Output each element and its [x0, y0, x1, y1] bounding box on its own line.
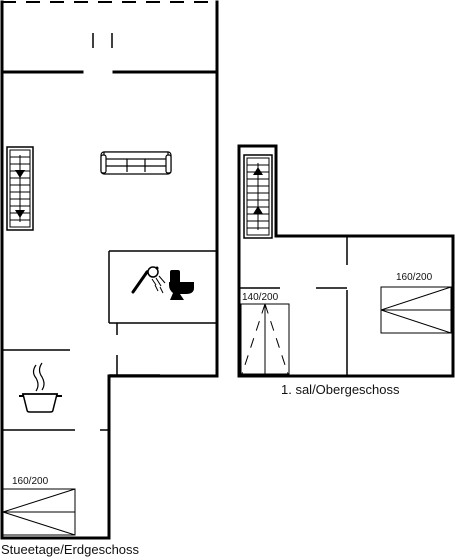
upper-floor-walls — [237, 144, 455, 378]
bed-icon — [380, 286, 452, 334]
ground-floor-label: Stueetage/Erdgeschoss — [1, 542, 140, 557]
sofa-icon — [100, 151, 172, 175]
upper-floor-label: 1. sal/Obergeschoss — [281, 382, 400, 397]
cooking-pot-icon — [19, 362, 62, 413]
toilet-icon — [169, 270, 194, 300]
upper-right-bed-label: 160/200 — [396, 272, 433, 283]
ground-floor-partitions — [2, 323, 160, 431]
stairs-down-icon — [6, 146, 34, 231]
upper-floor — [237, 144, 455, 378]
shower-icon — [131, 266, 166, 294]
ground-bed-label: 160/200 — [12, 476, 49, 487]
ground-floor-walls — [0, 0, 219, 540]
bathroom-walls — [108, 250, 217, 324]
bed-icon — [240, 303, 290, 375]
stairs-up-icon — [243, 154, 273, 239]
upper-left-bed-label: 140/200 — [242, 292, 279, 303]
ground-floor — [0, 0, 219, 540]
upper-floor-partitions — [239, 236, 348, 376]
bed-icon — [2, 488, 76, 536]
